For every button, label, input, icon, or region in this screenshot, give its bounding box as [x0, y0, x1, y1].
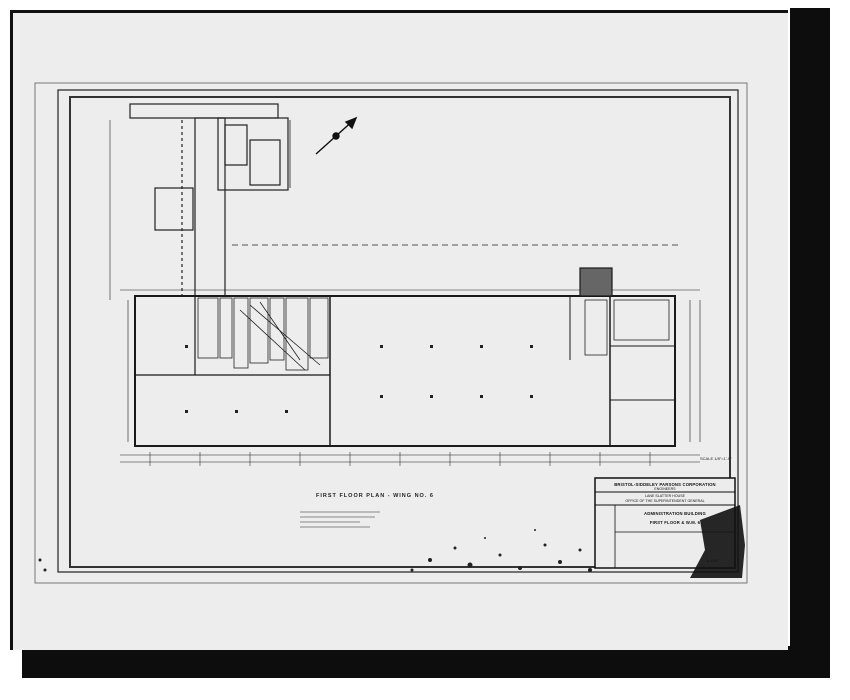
project-line-2: OFFICE OF THE SUPERINTENDENT GENERAL [625, 499, 704, 503]
service-core [197, 297, 670, 371]
upper-wing [109, 103, 680, 300]
sheet-title-line-2: FIRST FLOOR & W.M. 6 [650, 520, 701, 525]
sheet-title-line-1: ADMINISTRATION BUILDING [644, 511, 706, 516]
structural-columns [185, 345, 533, 413]
company-name: BRISTOL-SIDDELEY PARSONS CORPORATION [614, 482, 716, 487]
main-building [120, 267, 701, 463]
scale-label: SCALE 1/8"=1'-0" [700, 456, 732, 461]
project-line-1: LANE SLATTER HOUSE [645, 494, 686, 498]
speckle-damage [38, 529, 592, 572]
drawing-border [57, 89, 739, 573]
inner-border [69, 96, 731, 568]
north-arrow-icon [315, 116, 358, 155]
photo-shadow-bottom [22, 646, 830, 678]
outer-border [34, 82, 748, 584]
plan-title: FIRST FLOOR PLAN - WING NO. 6 [316, 493, 434, 499]
dimension-ticks [149, 452, 651, 466]
title-block: BRISTOL-SIDDELEY PARSONS CORPORATION ENG… [594, 477, 745, 578]
ink-stain [690, 505, 745, 578]
notes-block [300, 511, 380, 528]
company-subtitle: ENGINEERS [654, 487, 676, 491]
photo-shadow-right [790, 8, 830, 676]
